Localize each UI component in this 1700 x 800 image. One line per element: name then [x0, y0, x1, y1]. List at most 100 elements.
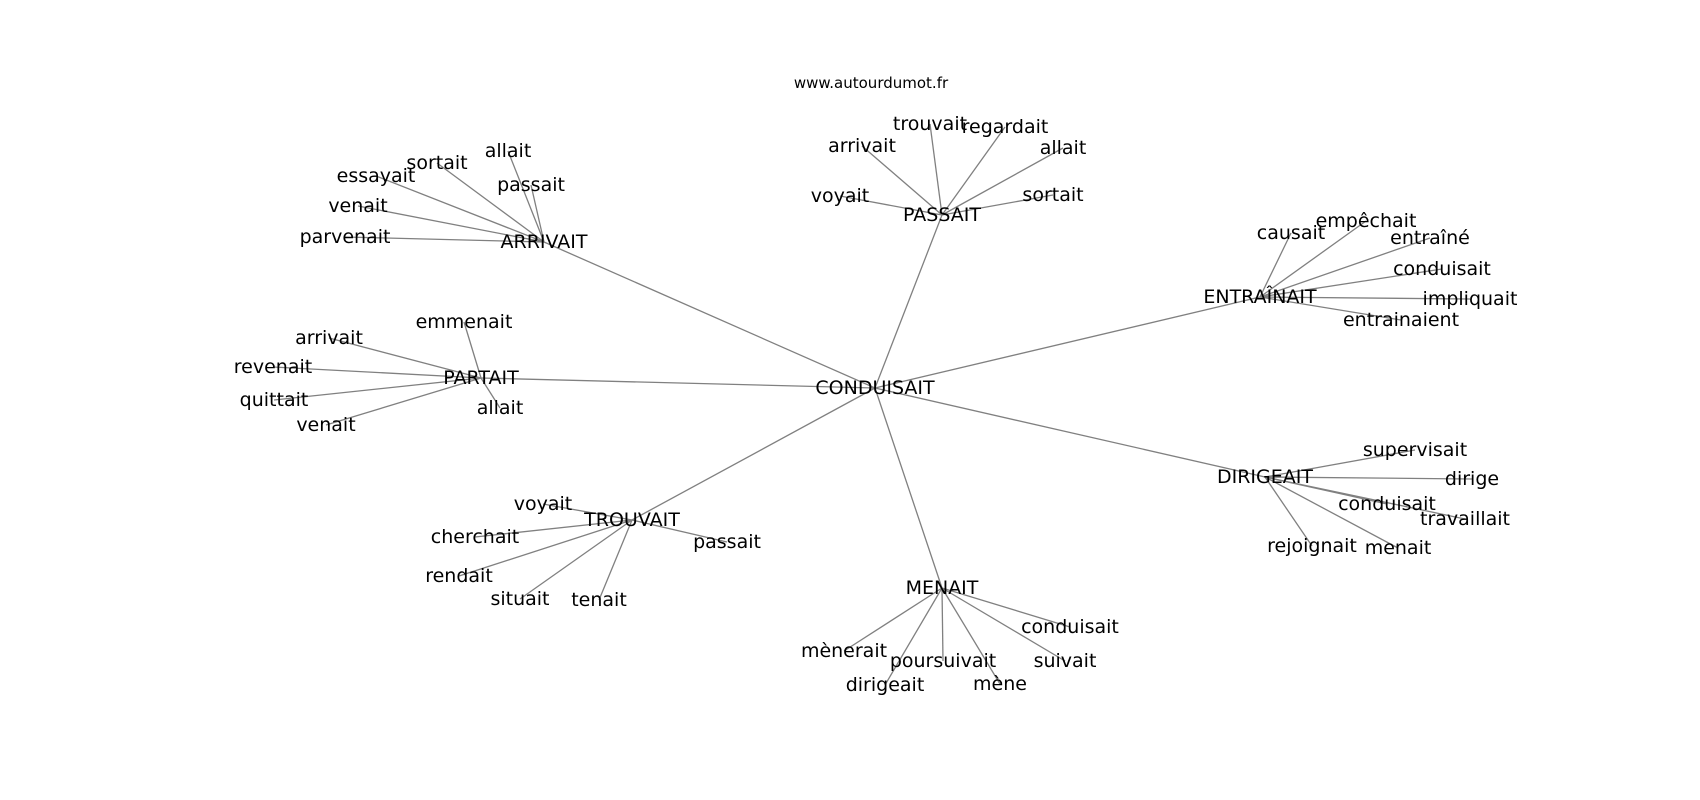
edge-leaf	[941, 147, 1064, 216]
edge-leaf	[843, 587, 943, 652]
leaf-node-label: voyait	[514, 493, 572, 515]
edge-leaf	[1259, 237, 1431, 298]
leaf-node-label: dirige	[1445, 468, 1499, 490]
leaf-node-label: cherchait	[431, 526, 519, 548]
edges-layer	[272, 123, 1473, 686]
edge-leaf	[1264, 476, 1313, 547]
edge-leaf	[436, 162, 545, 243]
edge-leaf	[542, 503, 633, 521]
hub-node-label: DIRIGEAIT	[1217, 466, 1313, 488]
hub-node-label: PARTAIT	[443, 367, 519, 389]
edge-leaf	[272, 366, 482, 379]
edge-leaf	[344, 236, 545, 243]
edge-leaf	[328, 337, 482, 379]
leaf-node-label: entrainaient	[1343, 309, 1459, 331]
leaf-node-label: allait	[477, 397, 524, 419]
edge-center-trouvait	[631, 387, 876, 521]
leaf-node-label: allait	[1040, 137, 1087, 159]
leaf-node-label: causait	[1257, 222, 1325, 244]
edge-leaf	[929, 123, 943, 216]
leaf-node-label: conduisait	[1021, 616, 1119, 638]
edge-leaf	[941, 587, 1066, 662]
leaf-node-label: venait	[296, 414, 355, 436]
edge-center-menait	[874, 387, 943, 589]
edge-leaf	[1259, 220, 1367, 298]
leaf-node-label: sortait	[1022, 184, 1083, 206]
leaf-node-label: entraîné	[1390, 227, 1470, 249]
leaf-node-label: mènerait	[801, 640, 887, 662]
leaf-node-label: conduisait	[1338, 493, 1436, 515]
edge-center-passait	[874, 214, 943, 389]
leaf-node-label: venait	[328, 195, 387, 217]
leaf-node-label: menait	[1365, 537, 1432, 559]
hub-node-label: MENAIT	[906, 577, 979, 599]
edge-leaf	[530, 184, 545, 243]
leaf-node-label: poursuivait	[890, 650, 996, 672]
leaf-node-label: voyait	[811, 185, 869, 207]
edge-leaf	[375, 175, 545, 243]
leaf-node-label: quittait	[240, 389, 309, 411]
hub-node-label: TROUVAIT	[583, 509, 680, 531]
edge-leaf	[861, 145, 943, 216]
leaf-node-label: impliquait	[1423, 288, 1518, 310]
edge-leaf	[463, 321, 482, 379]
leaf-node-label: passait	[693, 531, 761, 553]
leaf-node-label: situait	[490, 588, 549, 610]
edge-leaf	[1259, 296, 1471, 300]
edge-leaf	[325, 377, 482, 426]
leaf-node-label: suivait	[1034, 650, 1097, 672]
leaf-node-label: trouvait	[893, 113, 967, 135]
leaf-node-label: tenait	[571, 589, 627, 611]
leaf-node-label: dirigeait	[846, 674, 925, 696]
edge-leaf	[1259, 268, 1443, 298]
leaf-node-label: parvenait	[300, 226, 391, 248]
edge-leaf	[839, 195, 943, 216]
edge-leaf	[519, 519, 633, 600]
edge-leaf	[458, 519, 633, 577]
leaf-node-label: passait	[497, 174, 565, 196]
edge-leaf	[941, 587, 944, 662]
edge-leaf	[941, 194, 1054, 216]
leaf-node-label: conduisait	[1393, 258, 1491, 280]
edge-leaf	[941, 126, 1006, 216]
site-url: www.autourdumot.fr	[794, 74, 949, 92]
edge-leaf	[1259, 232, 1292, 298]
edge-center-entraînait	[874, 296, 1261, 389]
leaf-node-label: essayait	[337, 165, 416, 187]
leaf-node-label: arrivait	[828, 135, 896, 157]
hub-node-label: ARRIVAIT	[501, 231, 588, 253]
edge-leaf	[598, 519, 633, 601]
edge-center-arrivait	[543, 241, 876, 389]
edge-leaf	[1264, 476, 1466, 520]
leaf-node-label: sortait	[406, 152, 467, 174]
leaf-node-label: supervisait	[1363, 439, 1467, 461]
hub-node-label: PASSAIT	[903, 204, 981, 226]
edge-leaf	[941, 587, 1001, 685]
edge-leaf	[1264, 476, 1399, 549]
leaf-node-label: revenait	[234, 356, 312, 378]
edge-leaf	[357, 205, 545, 243]
edge-leaf	[1259, 296, 1402, 321]
leaf-node-label: rejoignait	[1267, 535, 1357, 557]
edge-leaf	[1264, 449, 1416, 478]
edge-leaf	[941, 587, 1071, 628]
leaf-node-label: mène	[973, 673, 1027, 695]
leaf-node-label: regardait	[962, 116, 1049, 138]
leaf-node-label: emmenait	[416, 311, 513, 333]
center-node-label: CONDUISAIT	[815, 377, 935, 399]
edge-leaf	[273, 377, 482, 401]
edge-leaf	[507, 150, 545, 243]
leaf-node-label: empêchait	[1316, 210, 1417, 232]
leaf-node-label: travaillait	[1420, 508, 1510, 530]
edge-leaf	[1264, 476, 1473, 480]
leaf-node-label: allait	[485, 140, 532, 162]
edge-leaf	[631, 519, 728, 543]
hub-node-label: ENTRAÎNAIT	[1203, 285, 1317, 308]
edge-center-dirigeait	[874, 387, 1266, 478]
edge-center-partait	[480, 377, 876, 389]
edge-leaf	[480, 377, 501, 409]
edge-leaf	[884, 587, 943, 686]
leaf-node-label: arrivait	[295, 327, 363, 349]
